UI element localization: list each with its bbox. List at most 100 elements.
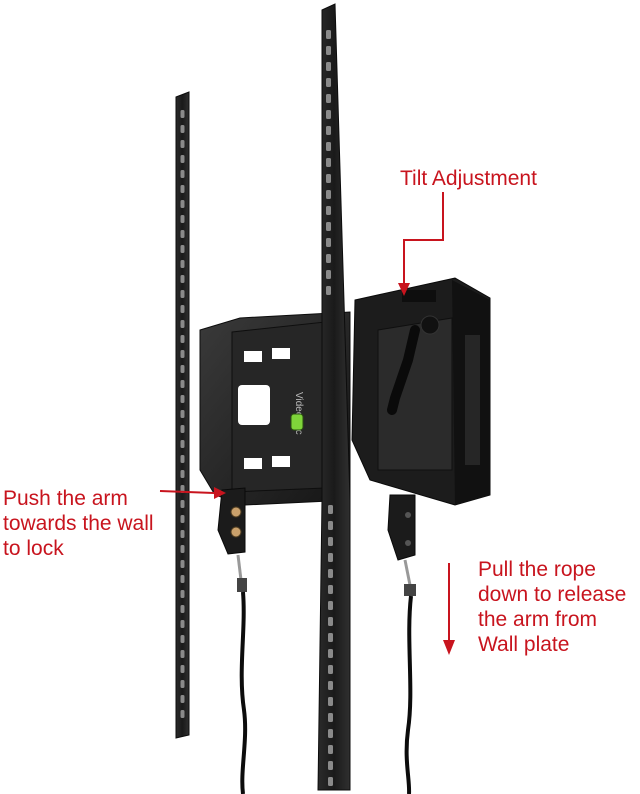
arm-slot <box>180 455 185 463</box>
arm-slot <box>328 601 333 610</box>
push-label-line: to lock <box>3 537 64 560</box>
arm-slot <box>180 110 185 118</box>
tilt-label-line: Tilt Adjustment <box>400 167 537 190</box>
arm-slot <box>326 286 331 295</box>
arm-slot <box>180 590 185 598</box>
left-lock-latch <box>217 487 246 555</box>
arm-slot <box>180 680 185 688</box>
right-release-rope <box>403 559 416 794</box>
arm-slot <box>328 521 333 530</box>
plate-slot <box>272 348 290 359</box>
arm-slot <box>326 62 331 71</box>
arm-slot <box>180 275 185 283</box>
arm-slot <box>328 697 333 706</box>
arm-slot <box>180 515 185 523</box>
arm-slot <box>326 206 331 215</box>
arm-slot <box>326 142 331 151</box>
arm-slot <box>180 695 185 703</box>
wall-plate: VideoSec <box>199 311 351 506</box>
arm-slot <box>180 710 185 718</box>
plate-slot <box>244 351 262 362</box>
arm-slot <box>180 575 185 583</box>
tilt-knob <box>387 325 420 415</box>
arm-slot <box>326 254 331 263</box>
plate-slot <box>272 456 290 467</box>
right-lock-latch <box>387 494 416 561</box>
arm-slot <box>326 78 331 87</box>
annotation-arrows <box>159 192 455 655</box>
arm-slot <box>180 530 185 538</box>
arm-slot <box>180 185 185 193</box>
push-leader-line <box>159 490 215 494</box>
arm-slot <box>180 665 185 673</box>
arm-slot <box>328 729 333 738</box>
arm-slot <box>328 681 333 690</box>
plate-slot <box>244 458 262 469</box>
pull-label-line: the arm from <box>478 608 598 631</box>
arm-slot <box>180 380 185 388</box>
arm-slot <box>326 46 331 55</box>
pull-label-line: Wall plate <box>478 633 570 656</box>
right-arm-slots <box>326 30 333 786</box>
right-vertical-arm <box>317 3 351 791</box>
latch-screw <box>230 526 242 538</box>
tilt-knob-cap <box>420 315 440 335</box>
arm-slot <box>328 745 333 754</box>
arm-slot <box>180 410 185 418</box>
arm-slot <box>326 238 331 247</box>
arm-slot <box>326 222 331 231</box>
arm-slot <box>180 305 185 313</box>
arm-slot <box>180 215 185 223</box>
left-vertical-arm <box>175 91 190 739</box>
arm-slot <box>180 440 185 448</box>
arm-slot <box>328 665 333 674</box>
arm-slot <box>180 635 185 643</box>
push-arm-label: Push the arm towards the wall to lock <box>3 486 154 561</box>
plate-cutout <box>238 385 270 425</box>
tilt-arrow-head <box>398 283 410 296</box>
tilt-leader-line <box>403 192 444 285</box>
arm-slot <box>180 320 185 328</box>
pull-arrow-head <box>443 640 455 655</box>
arm-slot <box>180 125 185 133</box>
push-arrow-head <box>214 487 226 499</box>
arm-slot <box>328 585 333 594</box>
arm-slot <box>180 470 185 478</box>
arm-slot <box>328 777 333 786</box>
arm-slot <box>180 155 185 163</box>
arm-slot <box>328 633 333 642</box>
arm-slot <box>180 230 185 238</box>
arm-slot <box>180 245 185 253</box>
left-arm-slots <box>180 110 185 718</box>
pull-label-line: down to release <box>478 583 627 606</box>
arm-slot <box>326 94 331 103</box>
arm-slot <box>326 126 331 135</box>
arm-slot <box>180 290 185 298</box>
arm-slot <box>180 335 185 343</box>
arm-slot <box>328 505 333 514</box>
push-label-line: towards the wall <box>3 512 154 535</box>
arm-slot <box>180 620 185 628</box>
arm-slot <box>180 260 185 268</box>
arm-slot <box>180 365 185 373</box>
tilt-bracket <box>351 277 491 506</box>
arm-slot <box>180 200 185 208</box>
arm-slot <box>326 190 331 199</box>
bubble-level <box>290 413 304 431</box>
arm-slot <box>180 425 185 433</box>
arm-slot <box>180 560 185 568</box>
arm-slot <box>328 537 333 546</box>
arm-slot <box>180 350 185 358</box>
arm-slot <box>180 170 185 178</box>
arm-slot <box>180 650 185 658</box>
brand-mark: VideoSec <box>293 392 304 435</box>
arm-slot <box>328 713 333 722</box>
arm-slot <box>180 545 185 553</box>
arm-slot <box>326 174 331 183</box>
tilt-adjustment-label: Tilt Adjustment <box>400 166 537 191</box>
arm-slot <box>180 500 185 508</box>
arm-slot <box>326 270 331 279</box>
pull-rope-label: Pull the rope down to release the arm fr… <box>478 557 626 657</box>
arm-slot <box>326 158 331 167</box>
